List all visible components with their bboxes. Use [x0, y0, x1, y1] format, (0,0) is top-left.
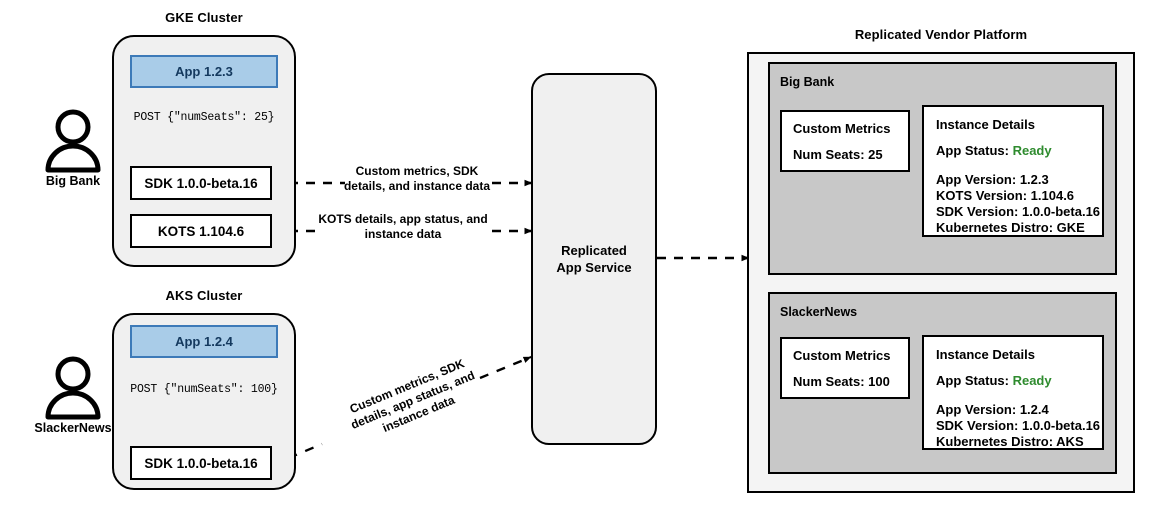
detail-row: KOTS Version: 1.104.6 — [936, 188, 1090, 204]
instance-details-card-slackernews: Instance Details App Status: Ready App V… — [922, 335, 1104, 450]
edge-label-line: details, app status, and — [348, 368, 477, 432]
metric-label: Num Seats: — [793, 147, 865, 162]
card-title: Instance Details — [936, 347, 1035, 362]
card-title: Instance Details — [936, 117, 1035, 132]
custom-metrics-card-slackernews: Custom Metrics Num Seats: 100 — [780, 337, 910, 399]
detail-row: Kubernetes Distro: GKE — [936, 220, 1090, 236]
detail-value: 1.104.6 — [1030, 188, 1075, 203]
service-label-line1: Replicated — [561, 243, 627, 258]
detail-row: Kubernetes Distro: AKS — [936, 434, 1090, 450]
instance-details-card-big-bank: Instance Details App Status: Ready App V… — [922, 105, 1104, 237]
detail-row: App Version: 1.2.4 — [936, 402, 1090, 418]
detail-value: 1.2.3 — [1019, 172, 1049, 187]
gke-cluster-title: GKE Cluster — [165, 10, 243, 25]
gke-sdk-box[interactable]: SDK 1.0.0-beta.16 — [130, 166, 272, 200]
metric-value: 25 — [868, 147, 883, 162]
detail-value: 1.2.4 — [1019, 402, 1049, 417]
actor-label-big-bank: Big Bank — [45, 174, 101, 188]
card-title: Custom Metrics — [793, 348, 891, 363]
detail-value: 1.0.0-beta.16 — [1021, 204, 1101, 219]
status-label: App Status: — [936, 373, 1009, 388]
status-row: App Status: Ready — [936, 373, 1090, 389]
gke-app-box[interactable]: App 1.2.3 — [130, 55, 278, 88]
metric-label: Num Seats: — [793, 374, 865, 389]
aks-sdk-box[interactable]: SDK 1.0.0-beta.16 — [130, 446, 272, 480]
status-label: App Status: — [936, 143, 1009, 158]
tenant-name-big-bank: Big Bank — [780, 75, 835, 89]
card-title: Custom Metrics — [793, 121, 891, 136]
person-icon — [45, 109, 101, 173]
aks-cluster-title: AKS Cluster — [165, 288, 243, 303]
detail-label: Kubernetes Distro: — [936, 220, 1054, 235]
detail-label: KOTS Version: — [936, 188, 1028, 203]
edge-label-line: KOTS details, app status, and — [318, 212, 488, 226]
detail-label: App Version: — [936, 402, 1017, 417]
gke-kots-box[interactable]: KOTS 1.104.6 — [130, 214, 272, 248]
metric-row: Num Seats: 100 — [793, 374, 897, 390]
detail-label: SDK Version: — [936, 204, 1019, 219]
detail-value: 1.0.0-beta.16 — [1021, 418, 1101, 433]
edge-label-line: instance data — [364, 226, 442, 241]
edge-label-aks-to-service: Custom metrics, SDK details, app status,… — [318, 356, 508, 435]
aks-app-box[interactable]: App 1.2.4 — [130, 325, 278, 358]
status-badge: Ready — [1012, 143, 1052, 158]
custom-metrics-card-big-bank: Custom Metrics Num Seats: 25 — [780, 110, 910, 172]
edge-label-line: Custom metrics, SDK — [355, 164, 479, 178]
edge-label-kots-to-service: KOTS details, app status, and instance d… — [312, 212, 494, 241]
edge-label-sdk-to-service: Custom metrics, SDK details, and instanc… — [338, 164, 496, 193]
detail-value: AKS — [1056, 434, 1084, 449]
detail-row: App Version: 1.2.3 — [936, 172, 1090, 188]
tenant-name-slackernews: SlackerNews — [780, 305, 858, 319]
status-badge: Ready — [1012, 373, 1052, 388]
detail-value: GKE — [1056, 220, 1085, 235]
service-label-line2: App Service — [556, 260, 632, 275]
detail-row: SDK Version: 1.0.0-beta.16 — [936, 204, 1100, 220]
edge-label-line: details, and instance data — [343, 178, 491, 193]
detail-label: App Version: — [936, 172, 1017, 187]
actor-label-slackernews: SlackerNews — [34, 421, 112, 435]
platform-title: Replicated Vendor Platform — [854, 27, 1028, 42]
person-icon — [45, 356, 101, 420]
detail-label: Kubernetes Distro: — [936, 434, 1054, 449]
metric-value: 100 — [868, 374, 890, 389]
detail-row: SDK Version: 1.0.0-beta.16 — [936, 418, 1100, 434]
detail-label: SDK Version: — [936, 418, 1019, 433]
aks-post-payload: POST {"numSeats": 100} — [130, 383, 278, 396]
status-row: App Status: Ready — [936, 143, 1090, 159]
replicated-app-service-box[interactable]: Replicated App Service — [531, 73, 657, 445]
metric-row: Num Seats: 25 — [793, 147, 897, 163]
gke-post-payload: POST {"numSeats": 25} — [133, 111, 275, 124]
